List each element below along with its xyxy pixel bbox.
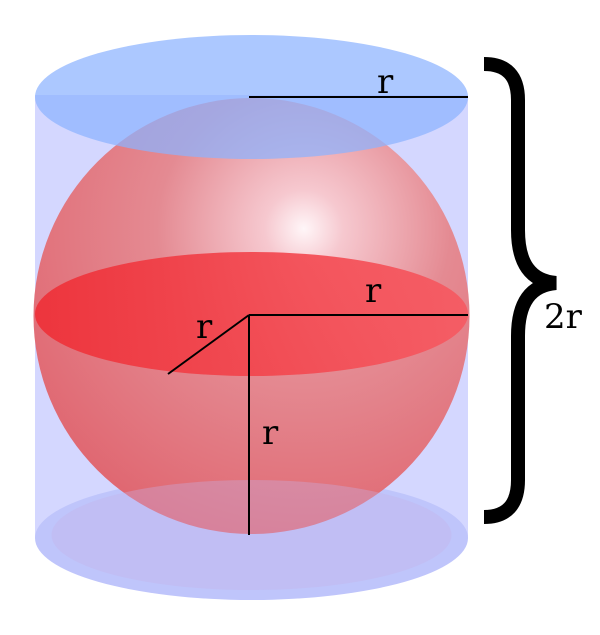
height-label: 2r	[544, 297, 583, 337]
top-radius-label: r	[377, 62, 394, 102]
slant-radius-label: r	[196, 307, 213, 347]
cylinder-bottom-cap	[35, 476, 468, 600]
sphere-bottom-overlay	[51, 480, 452, 590]
vertical-radius-label: r	[262, 413, 279, 453]
slant-radius-line	[167, 314, 250, 375]
equator-radius-label: r	[365, 271, 382, 311]
height-brace-icon	[483, 57, 558, 524]
